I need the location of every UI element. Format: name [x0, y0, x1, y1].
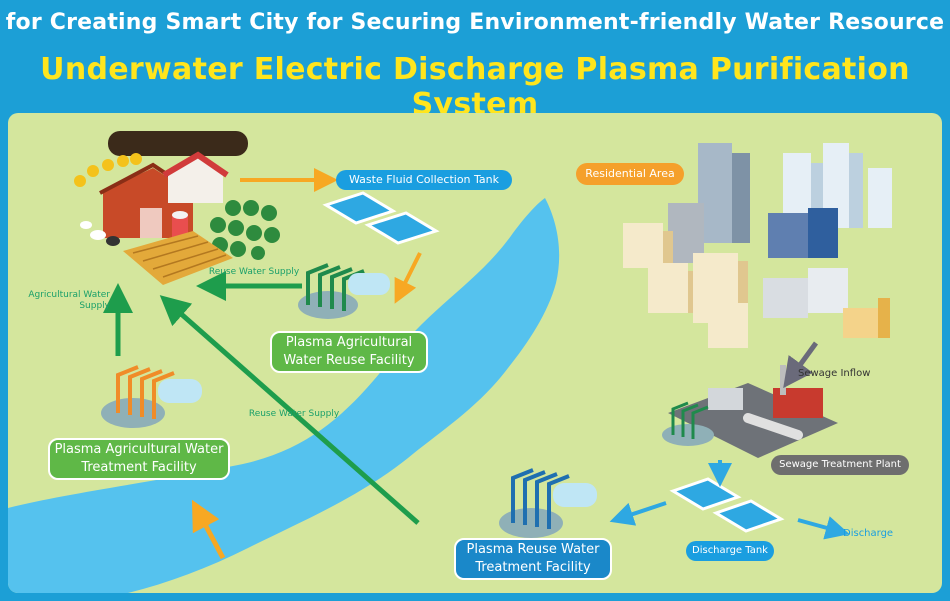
discharge-label: Discharge	[843, 528, 894, 539]
arrow-reuse-water-to-farm	[159, 295, 420, 525]
discharge-tank-illustration	[669, 477, 785, 533]
arrow-tank-to-reuse-water	[609, 501, 667, 526]
sewage-treatment-plant-illustration	[662, 365, 838, 458]
agricultural-water-supply-label: Agricultural Water Supply	[28, 290, 110, 311]
reuse-water-supply-mid-label: Reuse Water Supply	[248, 409, 340, 419]
sewage-treatment-plant-label: Sewage Treatment Plant	[771, 455, 909, 475]
discharge-tank-label: Discharge Tank	[686, 541, 774, 561]
plasma-treatment-facility-label: Plasma Agricultural Water Treatment Faci…	[48, 438, 230, 480]
city-illustration	[623, 143, 892, 348]
river	[8, 198, 560, 593]
livestock	[80, 221, 120, 246]
reuse-facility-illustration	[298, 263, 390, 319]
arrow-waste-tank-to-reuse	[394, 252, 422, 304]
farmhouse	[168, 158, 223, 203]
waste-fluid-tank-label: Waste Fluid Collection Tank	[336, 170, 512, 190]
arrow-tank-to-discharge	[797, 516, 850, 540]
waste-fluid-tank-illustration	[322, 191, 440, 245]
scene-illustration	[8, 131, 892, 593]
treatment-facility-illustration	[101, 365, 202, 428]
header-subtitle: for Creating Smart City for Securing Env…	[5, 10, 945, 35]
sewage-inflow-label: Sewage Inflow	[798, 368, 871, 379]
arrow-sewage-inflow	[783, 341, 819, 389]
scene-panel: Waste Fluid Collection Tank Residential …	[8, 113, 942, 593]
header-title: Underwater Electric Discharge Plasma Pur…	[40, 52, 910, 122]
plasma-reuse-facility-label: Plasma Agricultural Water Reuse Facility	[270, 331, 428, 373]
reuse-water-supply-top-label: Reuse Water Supply	[208, 267, 300, 277]
arrow-river-to-treatment	[191, 499, 226, 560]
farm-label-bar	[108, 131, 248, 156]
residential-area-label: Residential Area	[576, 163, 684, 185]
sunflowers	[74, 153, 142, 187]
farm-illustration	[74, 131, 280, 285]
reuse-water-facility-illustration	[499, 468, 597, 538]
wheat-field	[123, 231, 233, 285]
plasma-reuse-water-treatment-label: Plasma Reuse Water Treatment Facility	[454, 538, 612, 580]
